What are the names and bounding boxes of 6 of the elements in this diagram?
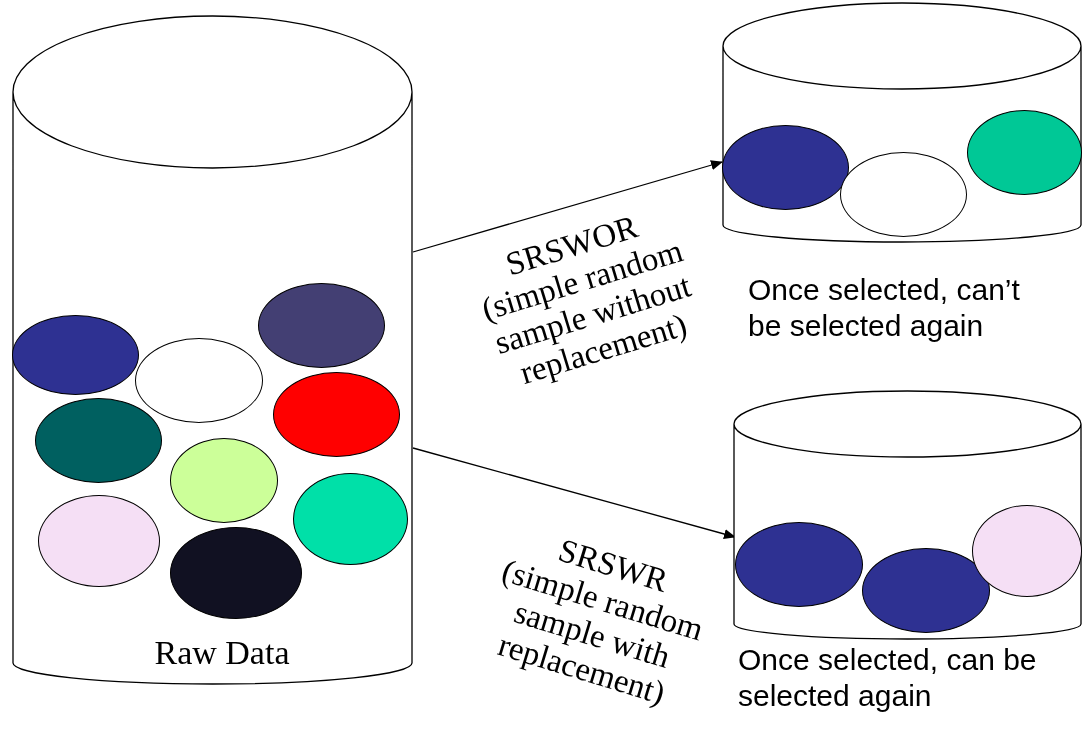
node-label: Raw Data — [153, 635, 291, 671]
cylinder — [12, 15, 413, 685]
arrow — [412, 447, 736, 539]
node-label: Once selected, can’t be selected again — [748, 272, 1021, 344]
node-label: Once selected, can be selected again — [738, 642, 1038, 714]
arrow — [412, 160, 723, 253]
